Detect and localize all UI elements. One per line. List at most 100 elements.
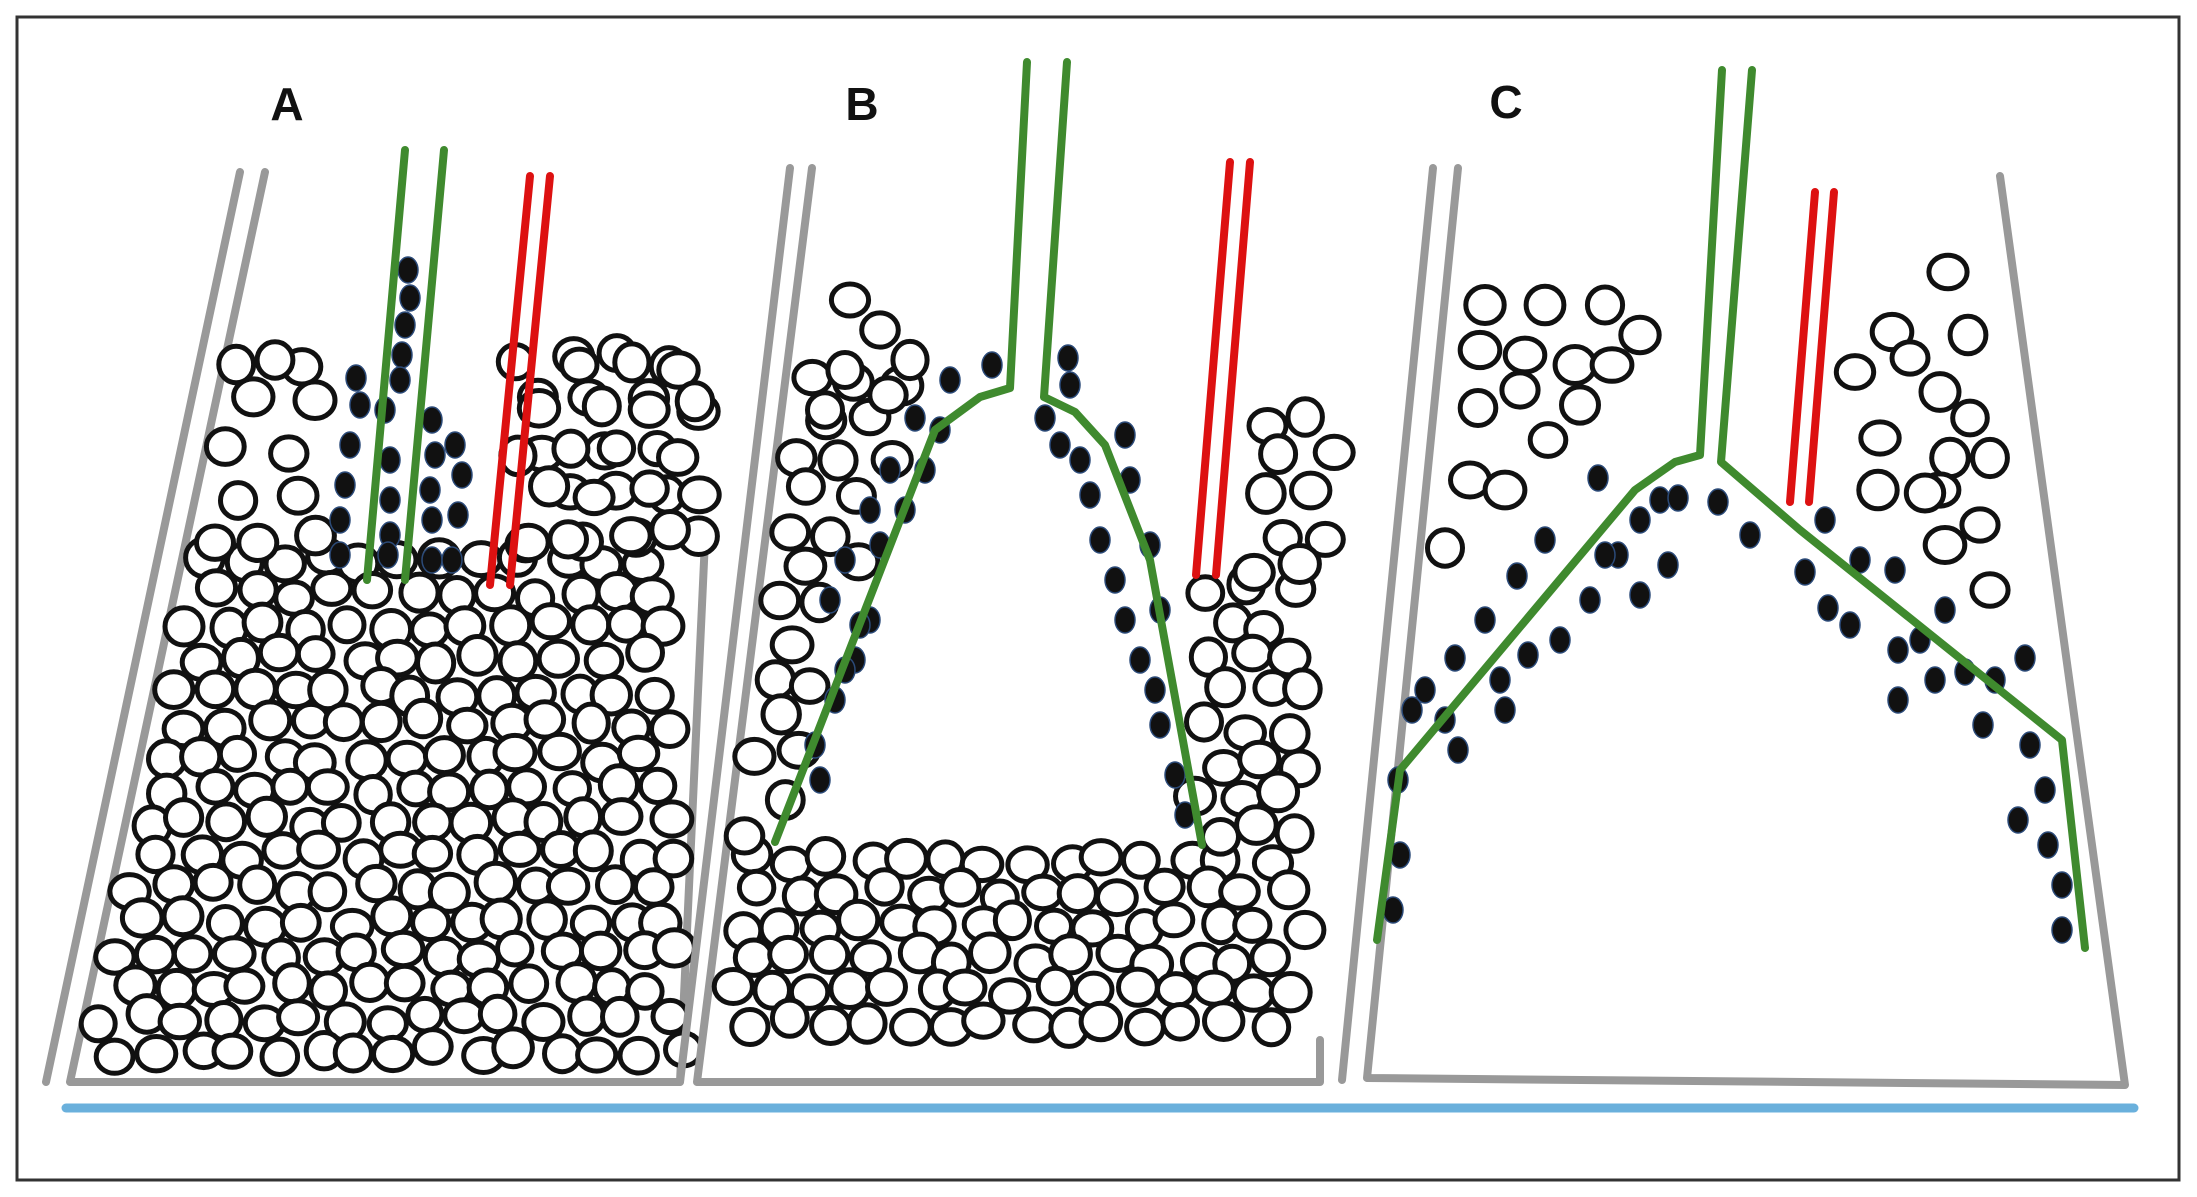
- filled-particle: [1579, 586, 1601, 614]
- open-particle: [305, 768, 350, 806]
- open-particle: [307, 668, 349, 712]
- open-particle: [652, 927, 697, 969]
- open-particle: [270, 767, 311, 806]
- open-particle: [589, 673, 633, 717]
- open-particle: [616, 734, 661, 773]
- filled-particle: [1887, 686, 1909, 714]
- open-particle: [1116, 966, 1160, 1008]
- open-particle: [1922, 525, 1968, 565]
- filled-particle: [1129, 646, 1151, 674]
- panel-a: A: [42, 78, 722, 1086]
- open-particle: [194, 669, 237, 710]
- open-particle: [836, 898, 881, 942]
- open-particle: [1155, 971, 1197, 1009]
- open-particle: [1918, 371, 1962, 413]
- open-particle: [1056, 873, 1099, 915]
- panel-b-open-particles: [711, 281, 1356, 1049]
- open-particle: [491, 1026, 535, 1070]
- open-particle: [1012, 1006, 1056, 1044]
- open-particle: [371, 1034, 416, 1074]
- open-particle: [785, 467, 826, 506]
- open-particle: [385, 739, 429, 778]
- open-particle: [1072, 970, 1115, 1009]
- open-particle: [276, 998, 321, 1037]
- open-particle: [625, 632, 665, 673]
- filled-particle: [904, 404, 926, 432]
- open-particle: [542, 1033, 583, 1075]
- open-particle: [263, 544, 307, 584]
- open-particle: [211, 1032, 254, 1070]
- filled-particle: [394, 311, 416, 339]
- open-particle: [732, 736, 777, 776]
- open-particle: [1856, 468, 1900, 512]
- open-particle: [529, 602, 572, 641]
- open-particle: [988, 977, 1032, 1015]
- open-particle: [1249, 938, 1291, 978]
- open-particle: [322, 702, 365, 743]
- open-particle: [545, 866, 591, 906]
- open-particle: [192, 862, 234, 902]
- open-particle: [536, 638, 580, 679]
- filled-particle: [1657, 551, 1679, 579]
- open-particle: [867, 375, 909, 415]
- open-particle: [1584, 284, 1626, 326]
- panel-c-green-tube: [1373, 66, 2089, 952]
- filled-particle: [1506, 562, 1528, 590]
- open-particle: [1078, 838, 1124, 877]
- panel-c-red-tube: [1786, 188, 1838, 506]
- open-particle: [583, 641, 625, 680]
- open-particle: [268, 434, 310, 473]
- open-particle: [992, 899, 1033, 942]
- filled-particle: [399, 284, 421, 312]
- filled-particle: [1089, 526, 1111, 554]
- panel-c-container: [1338, 164, 2129, 1089]
- open-particle: [204, 1000, 244, 1041]
- open-particle: [295, 635, 336, 673]
- open-particle: [1184, 701, 1224, 743]
- open-particle: [203, 426, 247, 467]
- open-particle: [237, 570, 279, 610]
- open-particle: [754, 659, 797, 701]
- open-particle: [1185, 574, 1226, 612]
- open-particle: [1202, 1000, 1246, 1042]
- open-particle: [257, 632, 301, 673]
- open-particle: [216, 343, 257, 386]
- filled-particle: [334, 471, 356, 499]
- open-particle: [422, 735, 466, 776]
- open-particle: [1095, 878, 1139, 918]
- open-particle: [489, 604, 533, 647]
- open-particle: [1289, 470, 1333, 511]
- open-particle: [942, 968, 988, 1007]
- open-particle: [411, 834, 454, 873]
- open-particle: [349, 961, 391, 1004]
- open-particle: [817, 439, 859, 482]
- filled-particle: [1972, 711, 1994, 739]
- open-particle: [650, 997, 690, 1036]
- filled-particle: [1629, 581, 1651, 609]
- open-particle: [649, 799, 695, 839]
- open-particle: [1143, 867, 1186, 906]
- open-particle: [968, 931, 1012, 975]
- filled-particle: [1079, 481, 1101, 509]
- open-particle: [1232, 906, 1273, 944]
- filled-particle: [379, 446, 401, 474]
- open-particle: [254, 339, 296, 381]
- open-particle: [163, 797, 205, 838]
- filled-particle: [1149, 711, 1171, 739]
- filled-particle: [1034, 404, 1056, 432]
- filled-particle: [419, 476, 441, 504]
- open-particle: [194, 568, 239, 608]
- open-particle: [134, 1034, 179, 1074]
- open-particle: [405, 995, 445, 1034]
- open-particle: [769, 625, 815, 665]
- filled-particle: [1924, 666, 1946, 694]
- open-particle: [769, 513, 812, 552]
- open-particle: [760, 693, 802, 736]
- filled-particle: [1447, 736, 1469, 764]
- open-particle: [236, 522, 280, 564]
- open-particle: [1237, 739, 1282, 780]
- filled-particle: [421, 506, 443, 534]
- open-particle: [649, 509, 691, 551]
- filled-particle: [1629, 506, 1651, 534]
- filled-particle: [2019, 731, 2041, 759]
